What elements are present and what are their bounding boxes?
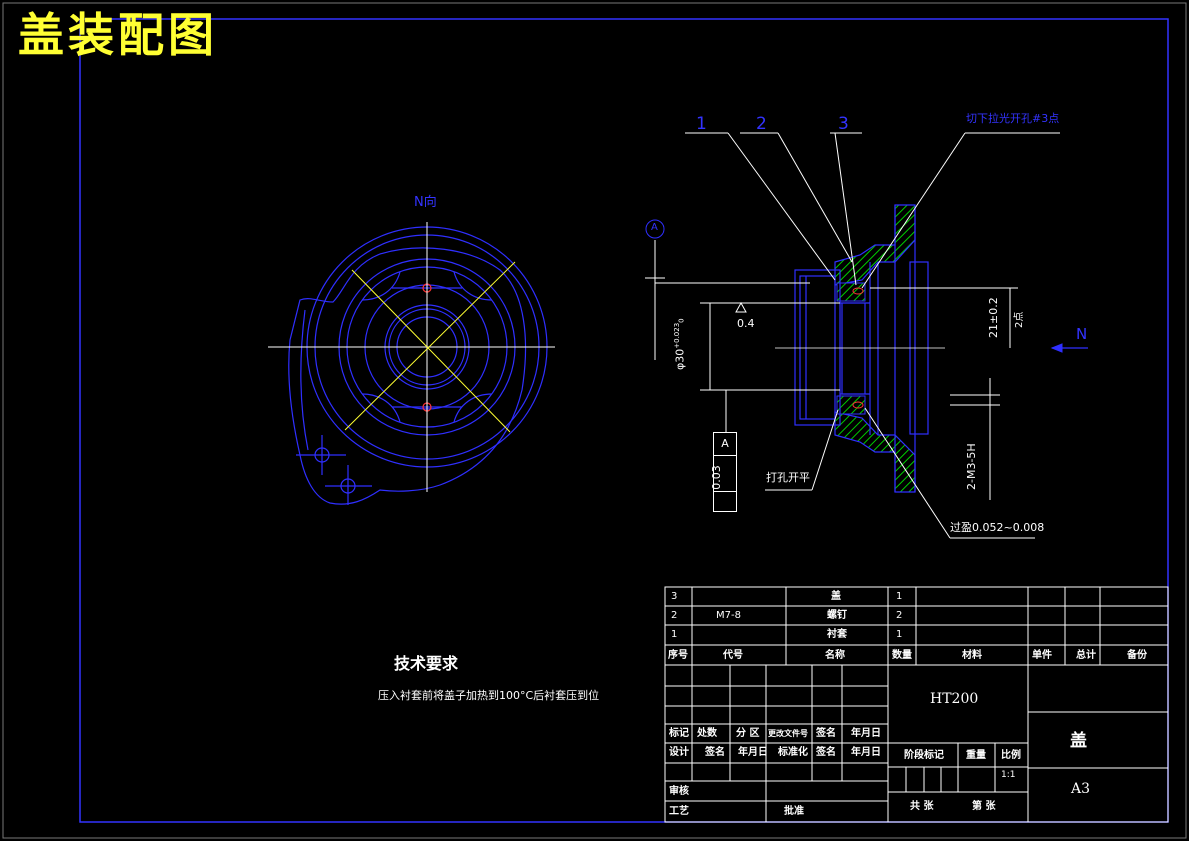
note-top: 切下拉光开孔#3点: [966, 112, 1060, 125]
label-date-1: 年月日: [851, 728, 881, 739]
balloon-2: 2: [756, 114, 767, 134]
header-no: 序号: [668, 650, 688, 661]
scale-value: 1:1: [1001, 770, 1016, 780]
datum-label: A: [651, 222, 658, 233]
plan-view-arrow: [1050, 343, 1088, 353]
header-total: 总计: [1076, 650, 1096, 661]
hatch-bush-bottom: [836, 395, 866, 415]
part-name: 盖: [1070, 731, 1087, 751]
plan-centerlines: [268, 222, 555, 492]
header-name: 名称: [825, 650, 845, 661]
plan-view-label: N向: [414, 195, 437, 210]
label-sign-2: 签名: [705, 747, 725, 758]
tech-req-heading: 技术要求: [394, 654, 459, 673]
parts-row-1-name: 衬套: [827, 629, 847, 640]
parts-row-3-qty: 1: [896, 591, 903, 602]
label-count: 处数: [697, 728, 717, 739]
label-scale: 比例: [1001, 750, 1021, 761]
parts-row-3-no: 3: [671, 591, 678, 602]
label-review: 审核: [669, 786, 689, 797]
label-sheet-total: 共 张: [910, 801, 934, 812]
label-change-doc: 更改文件号: [768, 729, 808, 738]
header-remark: 备份: [1127, 650, 1147, 661]
label-weight: 重量: [966, 750, 986, 761]
label-design: 设计: [669, 747, 689, 758]
gdt-frame: A 0.03: [710, 432, 737, 512]
parts-row-2-code: M7-8: [716, 610, 741, 621]
label-sign-3: 签名: [816, 747, 836, 758]
material-value: HT200: [930, 691, 979, 707]
header-material: 材料: [962, 650, 982, 661]
label-stage: 阶段标记: [904, 750, 944, 761]
label-mark: 标记: [669, 728, 689, 739]
header-unit: 单件: [1032, 650, 1052, 661]
header-code: 代号: [723, 650, 743, 661]
gdt-symbol-icon: [714, 491, 736, 512]
roughness-value: 0.4: [737, 317, 755, 330]
note-bottom-right: 过盈0.052~0.008: [950, 521, 1045, 534]
balloon-3: 3: [838, 114, 849, 134]
tech-req-text: 压入衬套前将盖子加热到100°C后衬套压到位: [378, 689, 600, 702]
parts-row-1-qty: 1: [896, 629, 903, 640]
header-qty: 数量: [892, 650, 912, 661]
section-view: [645, 132, 1060, 539]
label-process: 工艺: [669, 806, 689, 817]
label-approve: 批准: [784, 806, 804, 817]
inner-frame: [79, 18, 1169, 823]
label-standard: 标准化: [778, 747, 808, 758]
label-zone: 分 区: [736, 728, 760, 739]
gdt-datum: A: [714, 433, 736, 456]
balloon-1: 1: [696, 114, 707, 134]
parts-row-2-qty: 2: [896, 610, 903, 621]
view-arrow-label: N: [1076, 325, 1088, 343]
sheet-size: A3: [1071, 781, 1091, 797]
label-sign-1: 签名: [816, 728, 836, 739]
label-date-2: 年月日: [738, 747, 768, 758]
label-date-3: 年月日: [851, 747, 881, 758]
parts-row-1-no: 1: [671, 629, 678, 640]
page-title: 盖装配图: [18, 8, 218, 62]
parts-row-2-name: 螺钉: [827, 610, 847, 621]
parts-row-2-no: 2: [671, 610, 678, 621]
note-bottom-left: 打孔开平: [766, 471, 810, 484]
parts-row-3-name: 盖: [831, 591, 841, 602]
label-sheet-no: 第 张: [972, 801, 996, 812]
